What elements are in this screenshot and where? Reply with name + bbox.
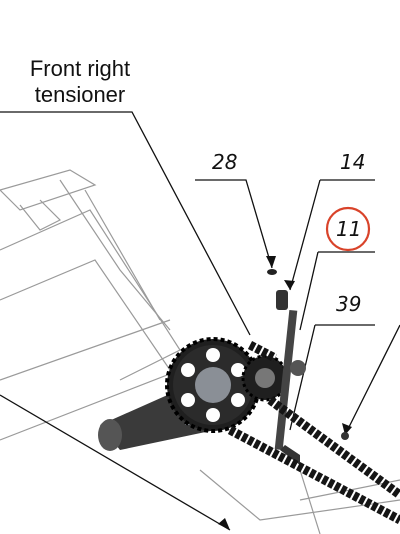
callout-39: 39 <box>336 292 362 316</box>
callout-14: 14 <box>340 150 366 174</box>
frame-lines <box>0 169 400 534</box>
small-sprocket <box>241 354 289 402</box>
callout-11: 11 <box>336 217 362 241</box>
chains <box>227 341 400 524</box>
tensioner-arm <box>267 269 349 465</box>
front-right-tensioner-label: Front right tensioner <box>0 56 160 108</box>
label-line-1: Front right <box>29 56 131 81</box>
label-line-2: tensioner <box>34 82 126 107</box>
arrowheads <box>218 256 352 530</box>
callout-28: 28 <box>212 150 238 174</box>
large-sprocket <box>165 337 261 433</box>
leader-lines <box>0 111 400 531</box>
